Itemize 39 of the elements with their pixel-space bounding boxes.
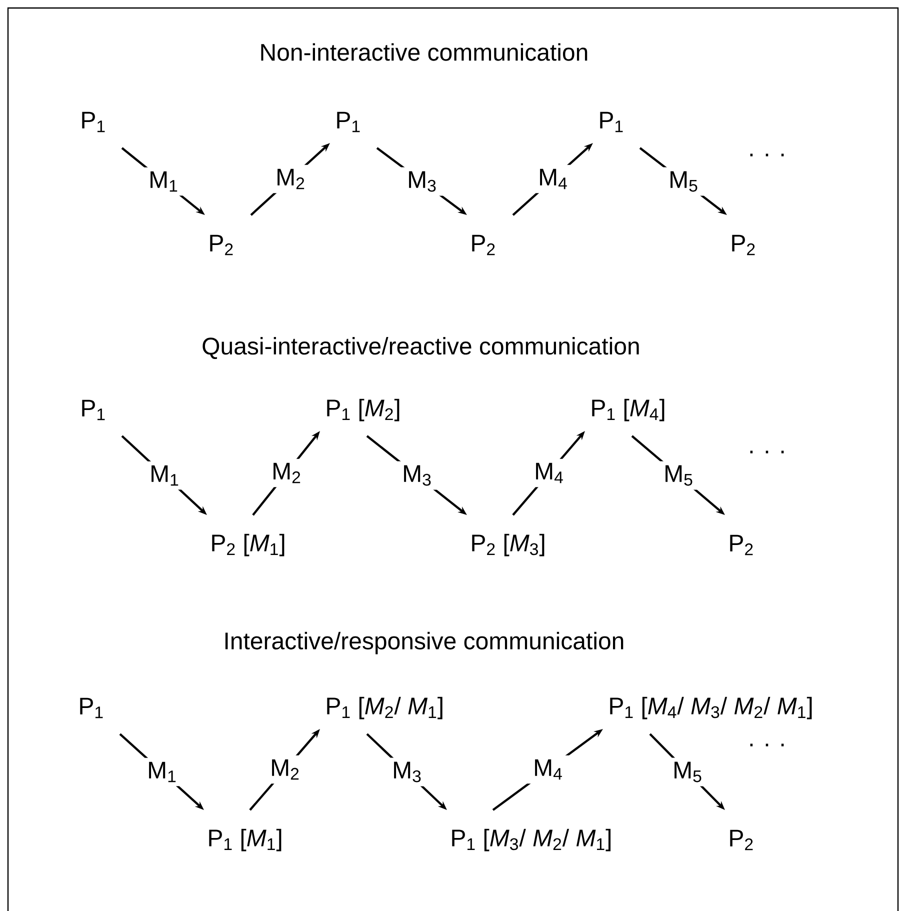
participant-label: P$_{2}$ [M$_{3}$] xyxy=(472,534,544,556)
ellipsis: . . . xyxy=(750,450,784,454)
edge-label: M$_{2}$ xyxy=(264,458,310,488)
section-heading: Non-interactive communication xyxy=(261,43,588,61)
participant-label: P$_{1}$ xyxy=(600,112,623,132)
edge-label: M$_{3}$ xyxy=(394,461,440,490)
edge-label: M$_{5}$ xyxy=(656,461,702,490)
participant-label: P$_{1}$ xyxy=(82,400,105,420)
participant-label: P$_{1}$ xyxy=(80,698,103,718)
participant-label: P$_{2}$ xyxy=(730,830,753,850)
participant-label: P$_{2}$ xyxy=(730,534,753,556)
edge-label: M$_{4}$ xyxy=(525,755,571,784)
edge-label: M$_{1}$ xyxy=(142,461,188,490)
edge-label: M$_{5}$ xyxy=(660,167,706,196)
section-heading: Interactive/responsive communication xyxy=(225,632,624,654)
edge-label: M$_{1}$ xyxy=(139,758,185,786)
edge-label: M$_{4}$ xyxy=(526,458,572,488)
ellipsis: . . . xyxy=(750,154,784,156)
section-heading: Quasi-interactive/reactive communication xyxy=(202,337,639,359)
participant-label: P$_{1}$ [M$_{2}$/ M$_{1}$] xyxy=(327,696,442,720)
participant-label: P$_{2}$ xyxy=(210,234,233,256)
edge-label: M$_{2}$ xyxy=(268,164,314,194)
participant-label: P$_{1}$ xyxy=(337,112,360,132)
participant-label: P$_{1}$ [M$_{4}$] xyxy=(592,398,664,422)
participant-label: P$_{1}$ [M$_{1}$] xyxy=(209,828,282,852)
participant-label: P$_{2}$ xyxy=(472,234,495,256)
participant-label: P$_{1}$ [M$_{2}$] xyxy=(327,398,400,422)
ellipsis: . . . xyxy=(750,744,784,746)
participant-label: P$_{1}$ xyxy=(82,112,105,132)
participant-label: P$_{1}$ [M$_{4}$/ M$_{3}$/ M$_{2}$/ M$_{1}$] xyxy=(610,696,812,720)
participant-label: P$_{2}$ [M$_{1}$] xyxy=(212,534,284,556)
edge-label: M$_{5}$ xyxy=(664,758,710,786)
participant-label: P$_{2}$ xyxy=(732,234,755,256)
edge-label: M$_{3}$ xyxy=(384,758,430,786)
edge-label: M$_{1}$ xyxy=(140,167,186,196)
edge-label: M$_{4}$ xyxy=(530,164,576,194)
participant-label: P$_{1}$ [M$_{3}$/ M$_{2}$/ M$_{1}$] xyxy=(452,828,611,852)
edge-label: M$_{3}$ xyxy=(399,167,445,196)
edge-label: M$_{2}$ xyxy=(262,755,308,784)
